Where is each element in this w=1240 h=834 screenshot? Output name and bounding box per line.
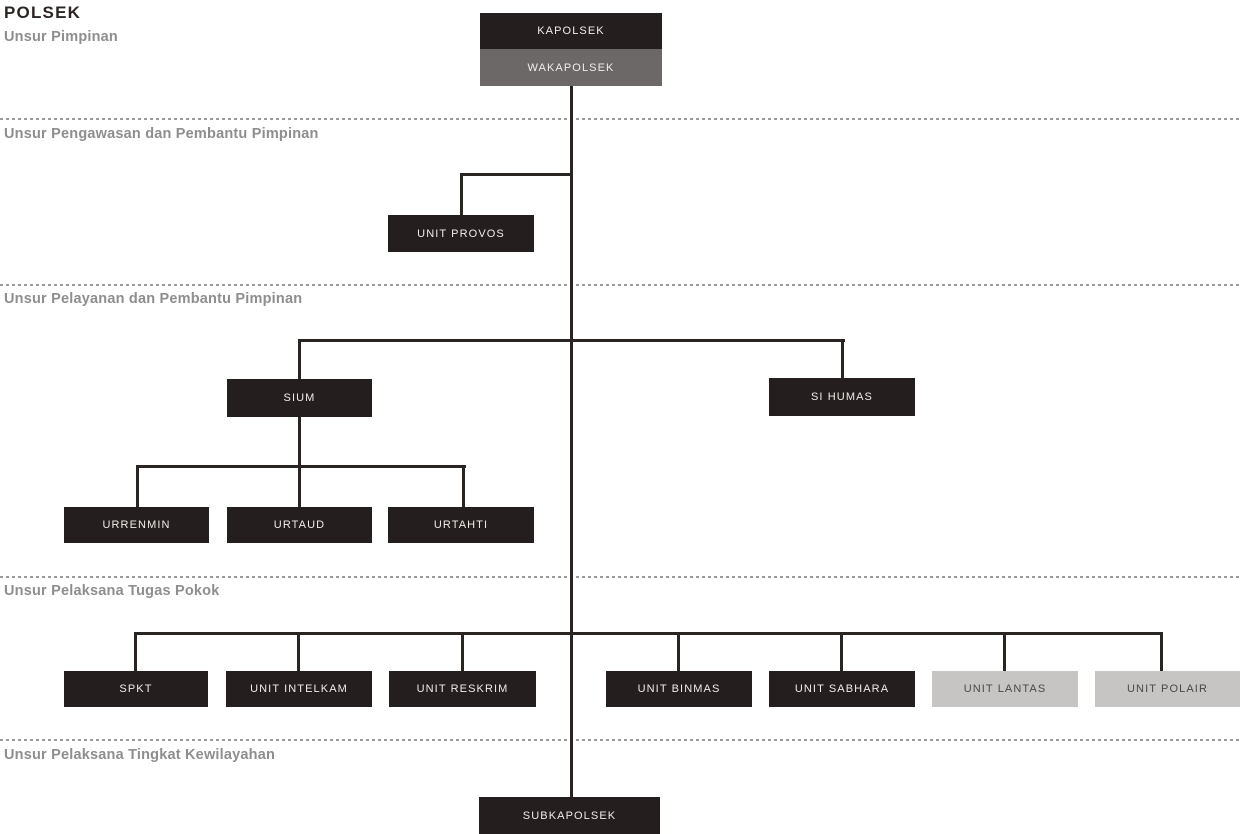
connector-sihumas-drop <box>841 339 844 379</box>
connector-urtahti-drop <box>462 465 465 507</box>
org-node-kapolsek: KAPOLSEK <box>480 13 662 49</box>
org-node-urrenmin: URRENMIN <box>64 507 209 543</box>
section-divider <box>0 284 1240 286</box>
connector-binmas-drop <box>677 632 680 671</box>
org-node-unit-sabhara: UNIT SABHARA <box>769 671 915 707</box>
org-node-wakapolsek: WAKAPOLSEK <box>480 49 662 86</box>
connector-intelkam-drop <box>297 632 300 671</box>
org-node-sium: SIUM <box>227 379 372 417</box>
org-node-unit-polair: UNIT POLAIR <box>1095 671 1240 707</box>
connector-reskrim-drop <box>461 632 464 671</box>
connector-main-trunk <box>570 86 573 797</box>
org-node-unit-reskrim: UNIT RESKRIM <box>389 671 536 707</box>
connector-provos-vertical <box>460 173 463 215</box>
connector-provos-horizontal <box>461 173 572 176</box>
connector-spkt-drop <box>134 632 137 671</box>
page-title: POLSEK <box>4 3 82 22</box>
org-node-spkt: SPKT <box>64 671 208 707</box>
connector-units-row-horizontal <box>134 632 1163 635</box>
org-node-unit-lantas: UNIT LANTAS <box>932 671 1078 707</box>
connector-ur-row-horizontal <box>137 465 466 468</box>
connector-urrenmin-drop <box>136 465 139 507</box>
org-node-urtaud: URTAUD <box>227 507 372 543</box>
org-node-si-humas: SI HUMAS <box>769 378 915 416</box>
section-label-pimpinan: Unsur Pimpinan <box>4 29 118 45</box>
org-node-unit-intelkam: UNIT INTELKAM <box>226 671 372 707</box>
org-node-unit-provos: UNIT PROVOS <box>388 215 534 252</box>
section-label-pelaksana-tugas-pokok: Unsur Pelaksana Tugas Pokok <box>4 583 220 599</box>
connector-polair-drop <box>1160 632 1163 671</box>
connector-sium-drop <box>298 339 301 380</box>
org-node-subkapolsek: SUBKAPOLSEK <box>479 797 660 834</box>
section-label-pelayanan: Unsur Pelayanan dan Pembantu Pimpinan <box>4 291 303 307</box>
connector-sium-sihumas-horizontal <box>299 339 845 342</box>
section-label-kewilayahan: Unsur Pelaksana Tingkat Kewilayahan <box>4 747 276 763</box>
connector-urtaud-drop <box>298 465 301 507</box>
section-divider <box>0 739 1240 741</box>
section-label-pengawasan: Unsur Pengawasan dan Pembantu Pimpinan <box>4 126 319 142</box>
connector-lantas-drop <box>1003 632 1006 671</box>
connector-sabhara-drop <box>840 632 843 671</box>
section-divider <box>0 118 1240 120</box>
connector-sium-children <box>298 417 301 467</box>
org-node-urtahti: URTAHTI <box>388 507 534 543</box>
org-node-unit-binmas: UNIT BINMAS <box>606 671 752 707</box>
section-divider <box>0 576 1240 578</box>
